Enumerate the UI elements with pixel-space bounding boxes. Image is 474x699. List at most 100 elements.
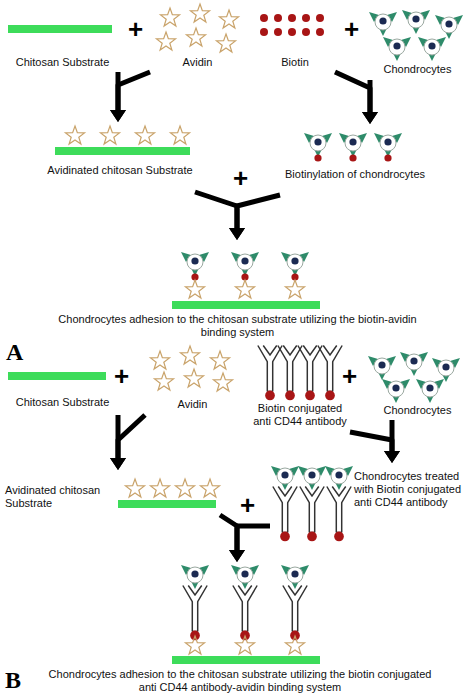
node-caption: Avidinated chitosan Substrate — [45, 164, 195, 177]
biotin-dot — [302, 14, 310, 22]
avidin-star — [65, 126, 84, 144]
avidin-star — [190, 4, 209, 22]
plus-sign: + — [128, 16, 143, 42]
chondrocyte — [281, 565, 309, 589]
chondrocyte — [435, 15, 463, 39]
process-arrow — [110, 72, 150, 122]
biotin-dot — [316, 14, 324, 22]
process-arrow — [362, 80, 378, 124]
plus-sign: + — [342, 363, 357, 389]
avidin-star — [125, 479, 144, 497]
biotinylated-chondrocyte — [231, 252, 259, 281]
avidin-star — [235, 280, 254, 298]
process-arrow — [110, 415, 126, 470]
biotin-dot — [274, 14, 282, 22]
node-caption: Avidinated chitosan Substrate — [5, 484, 113, 510]
avidin-item: Avidin — [150, 4, 245, 72]
avidin-star — [156, 32, 175, 50]
process-arrow — [195, 192, 245, 240]
biotin-dot — [288, 14, 296, 22]
chondrocyte — [231, 565, 259, 589]
arrow-shaft — [350, 432, 392, 451]
biotinylated-chondrocyte — [374, 133, 402, 162]
biotin-dot — [260, 28, 268, 36]
process-arrow — [384, 420, 400, 463]
avidin-star — [185, 636, 204, 654]
node-caption: Chitosan Substrate — [5, 56, 120, 69]
antibody — [283, 586, 307, 641]
node-caption: Chondrocytes adhesion to the chitosan su… — [40, 668, 440, 694]
process-arrow — [350, 432, 400, 463]
node-caption: Biotinylation of chondrocytes — [280, 168, 430, 181]
adhesion-result: Chondrocytes adhesion to the chitosan su… — [40, 240, 435, 352]
biotinylated-cells — [304, 133, 402, 162]
avidin-star — [154, 372, 173, 390]
biotin-item: Biotin — [255, 8, 335, 72]
antibody — [300, 487, 324, 542]
chondrocyte-cells — [369, 10, 463, 61]
node-caption: Biotin — [255, 56, 335, 69]
arrow-head — [110, 110, 126, 122]
substrate-item: Chitosan Substrate — [5, 365, 120, 415]
arrow-shaft — [118, 415, 145, 458]
avidin-item: Avidin — [145, 345, 240, 415]
arrow-head — [362, 112, 378, 124]
avidin-star — [285, 280, 304, 298]
cells-item: Chondrocytes — [365, 350, 470, 420]
biotin-dot — [260, 14, 268, 22]
plus-sign: + — [114, 363, 129, 389]
antibody — [183, 586, 207, 641]
chondrocyte — [400, 352, 428, 376]
arrow-head — [229, 550, 245, 562]
avidin-star — [210, 351, 229, 369]
node-caption: Biotin conjugated anti CD44 antibody — [250, 402, 350, 428]
avidin-stars — [150, 346, 232, 391]
chitosan-bar — [8, 372, 106, 380]
avidin-star — [180, 346, 199, 364]
avidin-star — [170, 126, 189, 144]
arrow-head — [229, 550, 245, 562]
arrow-head — [384, 451, 400, 463]
chondrocyte — [382, 379, 410, 403]
process-arrow — [110, 72, 126, 122]
process-arrow — [335, 72, 378, 124]
node-caption: Chondrocytes adhesion to the chitosan su… — [55, 313, 420, 339]
avidin-star — [216, 34, 235, 52]
avidin-star — [100, 126, 119, 144]
arrow-shaft — [237, 195, 280, 228]
arrow-head — [384, 451, 400, 463]
process-arrow — [110, 415, 145, 470]
avidin-star — [185, 280, 204, 298]
plus-sign: + — [233, 165, 248, 191]
node-caption: Avidin — [150, 56, 245, 69]
chondrocyte — [369, 12, 397, 36]
chitosan-bar — [55, 147, 190, 155]
antibody — [327, 487, 351, 542]
node-caption: Chondrocytes treated with Biotin conjuga… — [354, 470, 470, 509]
treated-cells: Chondrocytes treated with Biotin conjuga… — [270, 463, 470, 557]
biotinylated-chondrocyte — [181, 252, 209, 281]
node-caption: Chitosan Substrate — [5, 396, 120, 409]
avidin-star — [135, 126, 154, 144]
substrate-item: Chitosan Substrate — [5, 18, 120, 72]
avidin-star — [285, 636, 304, 654]
biotinylated-chondrocyte — [281, 252, 309, 281]
adhesion-result: Chondrocytes adhesion to the chitosan su… — [40, 562, 440, 695]
arrow-shaft — [390, 420, 395, 451]
biotin-dots — [260, 14, 324, 36]
antibody — [318, 346, 342, 401]
avidinated-substrate: Avidinated chitosan Substrate — [5, 470, 220, 515]
chondrocyte — [368, 356, 396, 380]
avidin-star — [184, 369, 203, 387]
chondrocyte — [432, 358, 460, 382]
node-caption: Chondrocytes — [365, 63, 470, 76]
arrow-head — [110, 458, 126, 470]
biotinylated-chondrocyte — [304, 133, 332, 162]
arrow-shaft — [368, 80, 373, 112]
biotinylated-chondrocyte — [339, 133, 367, 162]
biotin-dot — [316, 28, 324, 36]
arrow-shaft — [237, 526, 270, 550]
biotin-dot — [288, 28, 296, 36]
chondrocyte-cells — [368, 352, 460, 403]
